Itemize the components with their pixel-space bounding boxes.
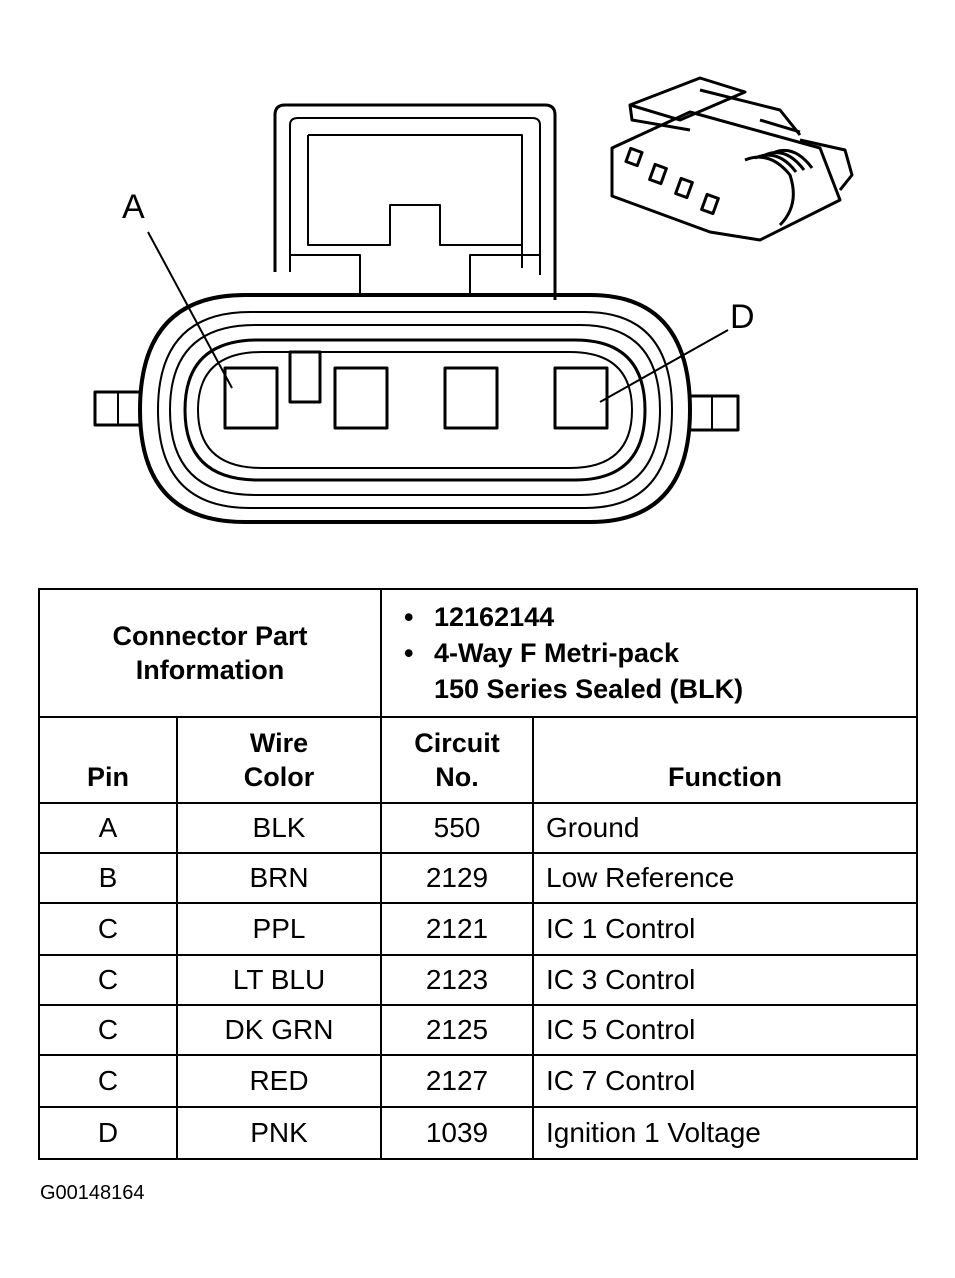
function-cell: Ground bbox=[532, 802, 918, 854]
circuit-cell: 1039 bbox=[380, 1106, 534, 1160]
cavity-d bbox=[553, 366, 609, 430]
pin-cell: C bbox=[38, 1054, 178, 1108]
figure-id: G00148164 bbox=[40, 1182, 145, 1204]
header-circuit: Circuit No. bbox=[380, 716, 534, 804]
function-cell: Ignition 1 Voltage bbox=[532, 1106, 918, 1160]
table-row: A BLK 550 Ground bbox=[38, 802, 918, 854]
circuit-cell: 2125 bbox=[380, 1004, 534, 1056]
cavity-c bbox=[443, 366, 499, 430]
wire-color-cell: RED bbox=[176, 1054, 382, 1108]
part-number: •12162144 bbox=[404, 602, 555, 632]
pin-cell: C bbox=[38, 1004, 178, 1056]
wire-color-cell: DK GRN bbox=[176, 1004, 382, 1056]
header-row: Pin Wire Color Circuit No. Function bbox=[38, 716, 918, 804]
circuit-cell: 2127 bbox=[380, 1054, 534, 1108]
table-row: B BRN 2129 Low Reference bbox=[38, 852, 918, 904]
polarization-key bbox=[288, 350, 322, 404]
header-wire-color: Wire Color bbox=[176, 716, 382, 804]
leader-a bbox=[147, 231, 233, 389]
connector-shell bbox=[138, 293, 692, 524]
pin-cell: C bbox=[38, 954, 178, 1006]
header-function: Function bbox=[532, 716, 918, 804]
header-pin: Pin bbox=[38, 716, 178, 804]
wire-color-cell: BRN bbox=[176, 852, 382, 904]
cavity-b bbox=[333, 366, 389, 430]
part-info-row: Connector Part Information •12162144 •4-… bbox=[38, 588, 918, 718]
pin-cell: D bbox=[38, 1106, 178, 1160]
circuit-cell: 2123 bbox=[380, 954, 534, 1006]
table-row: C DK GRN 2125 IC 5 Control bbox=[38, 1004, 918, 1056]
function-cell: IC 7 Control bbox=[532, 1054, 918, 1108]
pin-label-d: D bbox=[730, 298, 755, 336]
locking-tab bbox=[273, 103, 557, 300]
connector-diagram bbox=[93, 76, 854, 524]
table-row: D PNK 1039 Ignition 1 Voltage bbox=[38, 1106, 918, 1160]
pin-cell: B bbox=[38, 852, 178, 904]
table-row: C LT BLU 2123 IC 3 Control bbox=[38, 954, 918, 1006]
right-ear bbox=[690, 394, 740, 432]
function-cell: IC 5 Control bbox=[532, 1004, 918, 1056]
cavity-a bbox=[223, 366, 279, 430]
connector-iso-illustration bbox=[610, 76, 854, 242]
leader-d bbox=[599, 329, 729, 403]
pin-label-a: A bbox=[122, 188, 145, 226]
connector-table: Connector Part Information •12162144 •4-… bbox=[38, 588, 918, 1160]
pin-cell: A bbox=[38, 802, 178, 854]
wire-color-cell: PPL bbox=[176, 902, 382, 956]
table-row: C RED 2127 IC 7 Control bbox=[38, 1054, 918, 1108]
wire-color-cell: BLK bbox=[176, 802, 382, 854]
pin-cell: C bbox=[38, 902, 178, 956]
function-cell: IC 1 Control bbox=[532, 902, 918, 956]
part-info-label: Connector Part Information bbox=[38, 588, 382, 718]
circuit-cell: 550 bbox=[380, 802, 534, 854]
wire-color-cell: PNK bbox=[176, 1106, 382, 1160]
wire-color-cell: LT BLU bbox=[176, 954, 382, 1006]
circuit-cell: 2121 bbox=[380, 902, 534, 956]
function-cell: IC 3 Control bbox=[532, 954, 918, 1006]
function-cell: Low Reference bbox=[532, 852, 918, 904]
circuit-cell: 2129 bbox=[380, 852, 534, 904]
table-row: C PPL 2121 IC 1 Control bbox=[38, 902, 918, 956]
